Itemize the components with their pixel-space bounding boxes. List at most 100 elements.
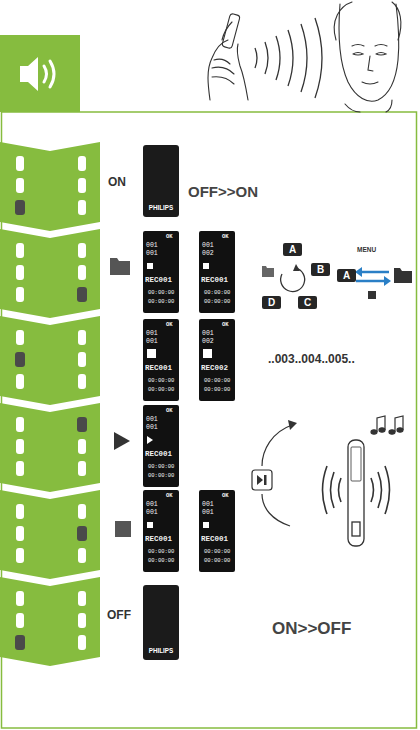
sound-wave [301, 24, 307, 92]
face-figure [334, 2, 401, 112]
screen-text: 001 [202, 502, 214, 509]
film-hole [78, 548, 86, 563]
screen-text: 002 [202, 339, 214, 346]
toggle-arrow [356, 280, 387, 283]
music-notes [371, 416, 403, 434]
folder-letter: B [311, 263, 330, 276]
eyebrow [352, 45, 364, 47]
arrowhead [293, 264, 300, 271]
button-label: MENU [357, 246, 376, 253]
folder-letter-box: A [337, 269, 356, 282]
screen-text: OK [222, 322, 229, 328]
screen-text: OK [222, 493, 229, 499]
finger [212, 77, 234, 84]
sound-waves [255, 18, 322, 98]
film-segment [0, 142, 100, 231]
film-hole [78, 352, 86, 367]
screen-text: 00:00:00 [148, 387, 174, 393]
screen-text: 001 [146, 243, 158, 250]
screen-text: OK [222, 234, 229, 240]
screen-text: 001 [146, 502, 158, 509]
note-stem [395, 416, 403, 432]
pressed-button-mark [15, 635, 25, 650]
recorder-outline [348, 440, 364, 546]
pressed-button-mark [77, 526, 87, 541]
state-change-label: OFF>>ON [188, 184, 258, 201]
play-pause-symbol [264, 475, 267, 485]
curved-arrow [262, 494, 290, 526]
film-hole [16, 548, 24, 563]
film-hole [16, 330, 24, 345]
note-head [389, 430, 395, 434]
screen-text: 001 [202, 510, 214, 517]
screen-text: 00:00:00 [148, 464, 174, 470]
screen-text: REC001 [145, 536, 172, 544]
film-hole [16, 243, 24, 258]
screen-text: 001 [146, 339, 158, 346]
pressed-button-mark [77, 417, 87, 432]
screen-text: OK [166, 234, 173, 240]
hand-figure [208, 13, 248, 100]
sound-wave [276, 36, 280, 80]
recorder-small [222, 13, 240, 48]
folder-icon [110, 258, 130, 275]
film-segment [0, 577, 100, 666]
sound-wave [255, 48, 257, 68]
speaker-icon [20, 57, 38, 91]
screen-text: 00:00:00 [204, 299, 230, 305]
screen-text: 00:00:00 [204, 290, 230, 296]
recorder-device: PHILIPS [143, 585, 179, 660]
neck [345, 104, 360, 112]
hair [334, 2, 352, 40]
film-hole [16, 613, 24, 628]
film-hole [16, 504, 24, 519]
screen-text: 001 [202, 243, 214, 250]
film-segment [0, 403, 100, 492]
folder-letter: A [337, 269, 356, 282]
sound-wave [378, 472, 382, 508]
film-hole [16, 178, 24, 193]
note-stem [377, 416, 385, 432]
folder-letter: D [262, 296, 281, 309]
screen-text: REC001 [145, 365, 172, 373]
stop-indicator [203, 522, 209, 528]
film-hole [16, 265, 24, 280]
state-change-label: ON>>OFF [272, 620, 351, 639]
recorder-button [352, 522, 360, 536]
screen-text: REC002 [201, 365, 228, 373]
note-head [379, 428, 385, 432]
film-segment [0, 316, 100, 405]
screen-text: 001 [202, 331, 214, 338]
neck [386, 100, 392, 112]
film-hole [78, 504, 86, 519]
eye [376, 53, 386, 56]
sound-wave [315, 18, 322, 98]
film-hole [78, 374, 86, 389]
screen-text: 001 [146, 331, 158, 338]
note-head [397, 428, 403, 432]
folder-letter-box: B [311, 263, 330, 276]
film-hole [16, 526, 24, 541]
sound-wave [265, 42, 268, 74]
play-pause-symbol [257, 475, 263, 485]
screen-text: 00:00:00 [204, 387, 230, 393]
play-indicator [147, 436, 153, 444]
hand-outline [208, 40, 228, 100]
speaker-wave [44, 66, 47, 82]
screen-text: REC001 [145, 451, 172, 459]
screen-text: 00:00:00 [204, 549, 230, 555]
film-hole [16, 461, 24, 476]
stop-indicator [147, 263, 153, 269]
film-hole [78, 200, 86, 215]
music-folder-icon [262, 266, 274, 277]
sound-wave [323, 466, 328, 514]
brand-label: PHILIPS [143, 648, 179, 654]
stop-indicator [203, 349, 212, 358]
screen-text: OK [166, 322, 173, 328]
screen-text: OK [166, 493, 173, 499]
screen-text: 001 [146, 425, 158, 432]
file-sequence: ..003..004..005.. [268, 353, 355, 366]
curved-arrow [262, 425, 292, 466]
film-hole [78, 461, 86, 476]
display-screen: OK001001REC00100:00:0000:00:00 [199, 490, 235, 572]
